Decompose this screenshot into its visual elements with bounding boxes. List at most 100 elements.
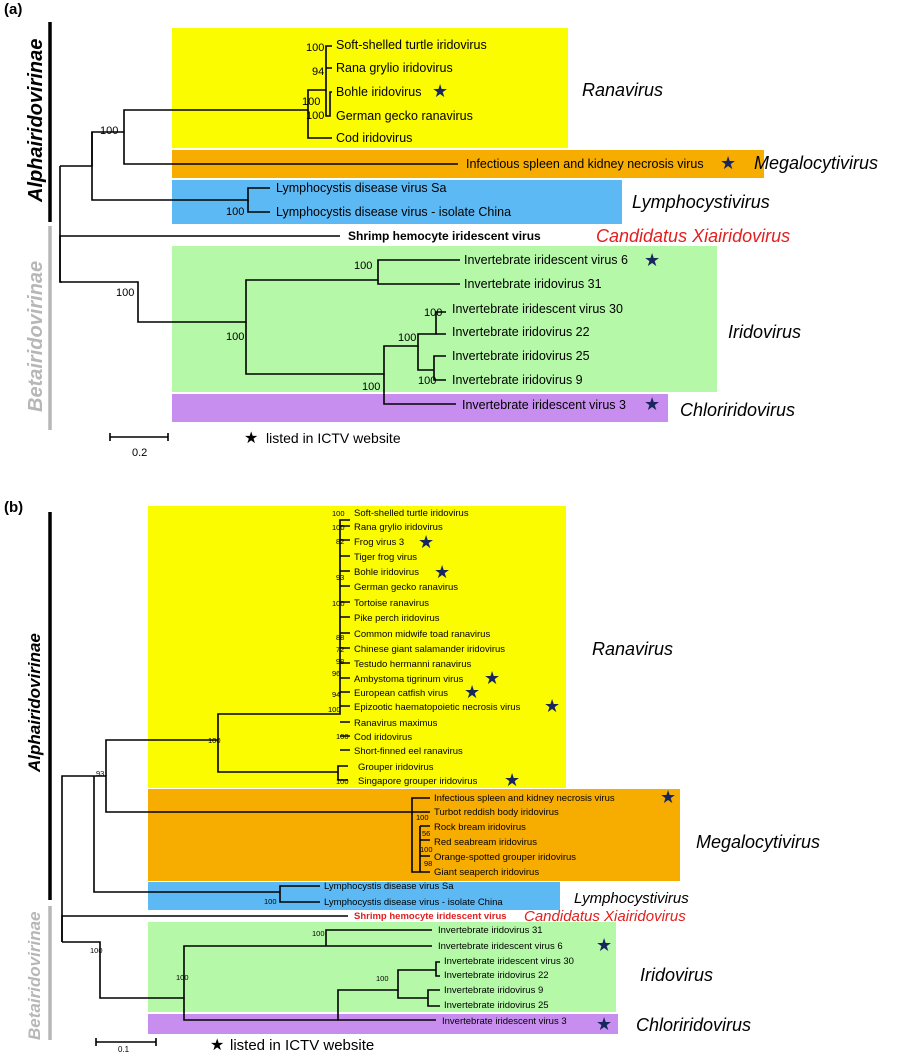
taxon-label: Invertebrate iridescent virus 6 <box>464 253 628 267</box>
bootstrap-a-2: 94 <box>312 66 324 78</box>
bootstrap-a-1: 100 <box>306 42 324 54</box>
taxon-label: Cod iridovirus <box>336 131 412 145</box>
star-icon: ★ <box>432 81 448 101</box>
lymphocystivirus-box-a <box>172 180 622 224</box>
bootstrap-a-6: 100 <box>226 206 244 218</box>
bootstrap-b-13: 100 <box>208 736 221 745</box>
bootstrap-b-7: 72 <box>336 645 344 654</box>
genus-ranavirus-b: Ranavirus <box>592 639 673 659</box>
taxon-label: Invertebrate iridescent virus 3 <box>462 398 626 412</box>
taxon-label-shrimp: Shrimp hemocyte iridescent virus <box>348 229 541 243</box>
taxon-label: Soft-shelled turtle iridovirus <box>336 38 487 52</box>
star-icon: ★ <box>596 1014 612 1034</box>
taxon-label: Lymphocystis disease virus - isolate Chi… <box>324 897 503 908</box>
taxon-label: Invertebrate iridescent virus 3 <box>442 1016 567 1027</box>
taxon-label: Short-finned eel ranavirus <box>354 746 463 757</box>
taxon-label: Lymphocystis disease virus Sa <box>276 181 446 195</box>
iridovirus-box-b <box>148 922 616 1012</box>
taxon-label: Rana grylio iridovirus <box>336 61 453 75</box>
taxon-label: Infectious spleen and kidney necrosis vi… <box>466 157 704 171</box>
genus-lymphocystivirus-b: Lymphocystivirus <box>574 890 689 907</box>
betairidovirinae-label-a: Betairidovirinae <box>25 261 47 412</box>
bootstrap-b-9: 96 <box>332 669 340 678</box>
genus-xiairidovirus-a: Candidatus Xiairidovirus <box>596 226 790 246</box>
taxon-label: German gecko ranavirus <box>336 109 473 123</box>
genus-iridovirus-a: Iridovirus <box>728 322 801 342</box>
taxon-label: Invertebrate iridovirus 25 <box>444 1000 549 1011</box>
scale-label-b: 0.1 <box>118 1045 130 1053</box>
iridovirus-box-a <box>172 246 717 392</box>
bootstrap-b-15: 93 <box>96 769 104 778</box>
genus-megalocytivirus-a: Megalocytivirus <box>754 153 878 173</box>
panel-b-label: (b) <box>4 499 23 516</box>
genus-lymphocystivirus-a: Lymphocystivirus <box>632 192 770 212</box>
bootstrap-b-6: 88 <box>336 633 344 642</box>
bootstrap-a-10: 100 <box>398 332 416 344</box>
taxon-label: Infectious spleen and kidney necrosis vi… <box>434 793 615 804</box>
bootstrap-b-8: 98 <box>336 657 344 666</box>
taxon-label: Orange-spotted grouper iridovirus <box>434 852 576 863</box>
megalocytivirus-box-b <box>148 789 680 881</box>
star-icon: ★ <box>644 394 660 414</box>
bootstrap-a-11: 100 <box>226 331 244 343</box>
chloriridovirus-box-b <box>148 1014 618 1034</box>
bootstrap-a-9: 100 <box>424 307 442 319</box>
bootstrap-b-20: 100 <box>264 897 277 906</box>
taxon-label: Bohle iridovirus <box>336 85 421 99</box>
taxon-label: Grouper iridovirus <box>358 762 434 773</box>
taxon-label: Rock bream iridovirus <box>434 822 526 833</box>
legend-text-a: listed in ICTV website <box>266 430 401 446</box>
taxon-label: Invertebrate iridescent virus 30 <box>452 302 623 316</box>
bootstrap-b-2: 100 <box>332 523 345 532</box>
bootstrap-a-4: 100 <box>306 110 324 122</box>
star-icon: ★ <box>434 562 450 582</box>
taxon-label: Invertebrate iridovirus 31 <box>464 277 602 291</box>
taxon-label: Cod iridovirus <box>354 732 412 743</box>
bootstrap-b-3: 82 <box>336 537 344 546</box>
taxon-label: Invertebrate iridovirus 9 <box>444 985 543 996</box>
genus-xiairidovirus-b: Candidatus Xiairidovirus <box>524 908 686 925</box>
star-icon: ★ <box>596 935 612 955</box>
star-icon: ★ <box>484 668 500 688</box>
scale-bar-a <box>109 433 169 441</box>
star-icon: ★ <box>418 532 434 552</box>
tree-branches-b <box>61 519 440 1021</box>
star-icon: ★ <box>244 430 258 447</box>
taxon-label: German gecko ranavirus <box>354 582 458 593</box>
bootstrap-a-5: 100 <box>100 125 118 137</box>
taxon-label: Invertebrate iridescent virus 6 <box>438 941 563 952</box>
taxon-label: Chinese giant salamander iridovirus <box>354 644 505 655</box>
taxon-label: Giant seaperch iridovirus <box>434 867 539 878</box>
star-icon: ★ <box>464 682 480 702</box>
taxon-label: Lymphocystis disease virus - isolate Chi… <box>276 205 511 219</box>
taxon-label: Epizootic haematopoietic necrosis virus <box>354 702 521 713</box>
genus-chloriridovirus-a: Chloriridovirus <box>680 400 795 420</box>
taxon-label: Invertebrate iridovirus 22 <box>444 970 549 981</box>
taxon-label: Invertebrate iridovirus 22 <box>452 325 590 339</box>
taxon-label: Ranavirus maximus <box>354 718 438 729</box>
genus-iridovirus-b: Iridovirus <box>640 965 713 985</box>
bootstrap-b-14: 100 <box>336 777 349 786</box>
taxon-label: Testudo hermanni ranavirus <box>354 659 471 670</box>
taxon-label: Bohle iridovirus <box>354 567 419 578</box>
panel-a: (a) Alphairidovirinae Betairidovirinae <box>4 1 878 459</box>
bootstrap-a-8: 100 <box>354 260 372 272</box>
taxon-label: Pike perch iridovirus <box>354 613 440 624</box>
panel-a-label: (a) <box>4 1 22 18</box>
bootstrap-b-18: 100 <box>420 845 433 854</box>
bootstrap-b-23: 100 <box>176 973 189 982</box>
alphairidovirinae-label-a: Alphairidovirinae <box>25 39 47 203</box>
taxon-label: Invertebrate iridovirus 31 <box>438 925 543 936</box>
scale-label-a: 0.2 <box>132 447 147 459</box>
bootstrap-b-22: 100 <box>90 946 103 955</box>
bootstrap-b-17: 56 <box>422 829 430 838</box>
taxon-label: Invertebrate iridovirus 25 <box>452 349 590 363</box>
legend-text-b: listed in ICTV website <box>230 1037 374 1053</box>
bootstrap-b-11: 100 <box>328 705 341 714</box>
ranavirus-box-a <box>172 28 568 148</box>
bootstrap-b-5: 100 <box>332 599 345 608</box>
taxon-label: Lymphocystis disease virus Sa <box>324 881 454 892</box>
taxon-label: Tiger frog virus <box>354 552 417 563</box>
star-icon: ★ <box>544 696 560 716</box>
taxon-label: Frog virus 3 <box>354 537 404 548</box>
